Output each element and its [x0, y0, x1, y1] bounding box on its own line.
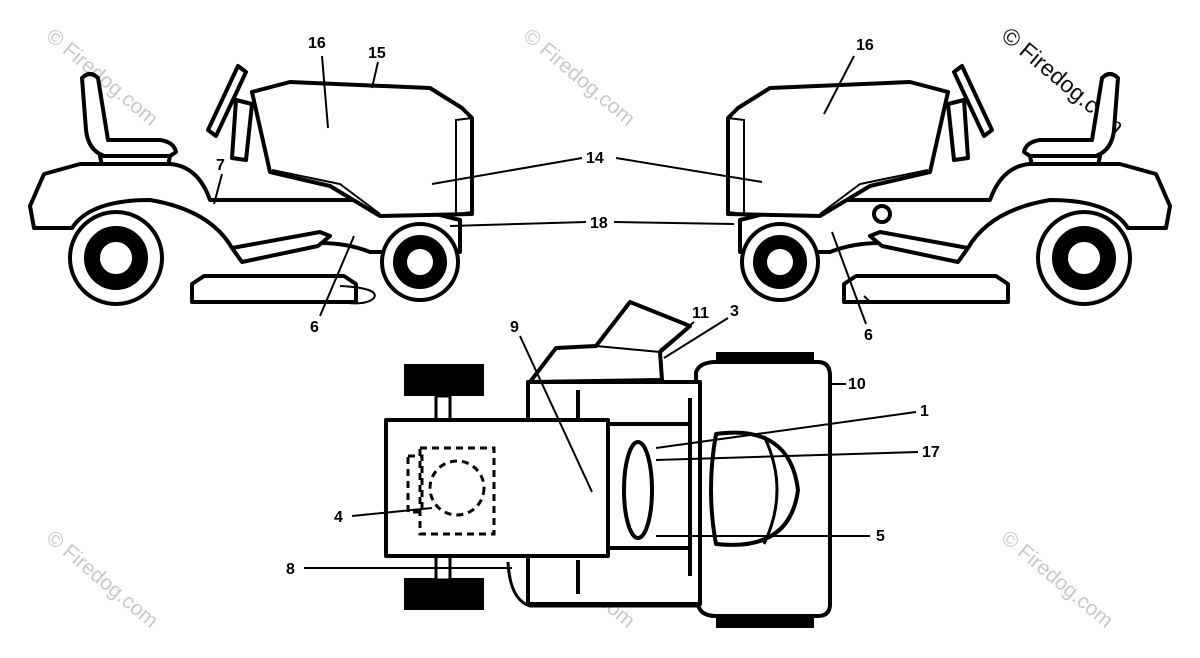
callout-9: 9 — [510, 319, 519, 336]
watermark-bottom-left: © Firedog.com — [42, 526, 163, 632]
watermark-bottom-right: © Firedog.com — [997, 526, 1118, 632]
rear-wheel-hub — [84, 226, 148, 290]
leader-15 — [371, 61, 379, 89]
leader-14-left — [431, 157, 583, 185]
lift-lever-knob — [872, 204, 892, 224]
hood-crease — [819, 169, 929, 215]
hood-crease — [271, 169, 381, 215]
deck-belt-line — [863, 295, 978, 303]
leader-16-left — [321, 55, 329, 129]
callout-16-right: 16 — [856, 37, 874, 54]
leader-lines — [213, 55, 919, 569]
mower-deck — [842, 274, 1010, 304]
leader-3 — [663, 317, 729, 359]
leader-18-left — [449, 221, 587, 227]
frame-rail — [868, 230, 970, 264]
seat — [80, 72, 178, 158]
deck-edge-top-view — [506, 561, 700, 608]
leader-4 — [351, 507, 433, 517]
callout-5: 5 — [876, 528, 885, 545]
callout-6-right: 6 — [864, 327, 873, 344]
tractor-right-side-view — [726, 64, 1172, 306]
leader-7 — [213, 173, 223, 205]
steering-wheel — [206, 64, 248, 138]
front-wheel-hub — [393, 235, 447, 289]
hood — [726, 80, 950, 218]
leader-1 — [655, 411, 917, 449]
callout-16-left: 16 — [308, 35, 326, 52]
callout-3: 3 — [730, 303, 739, 320]
leader-17 — [655, 451, 919, 461]
callout-6-left: 6 — [310, 319, 319, 336]
callout-11: 11 — [692, 305, 709, 322]
leader-14-right — [615, 157, 763, 183]
hood-grille-line — [455, 116, 473, 216]
tractor-left-side-view — [28, 64, 474, 306]
seat-back-top — [762, 435, 779, 545]
leader-6-left — [319, 235, 355, 317]
steering-wheel-top — [622, 440, 654, 540]
seat-top — [709, 430, 800, 547]
front-wheel-top-lower — [404, 578, 484, 610]
callout-4: 4 — [334, 509, 343, 526]
seat — [1022, 72, 1120, 158]
hood-grille-line — [727, 116, 745, 216]
engine-outline — [418, 446, 496, 536]
callout-17: 17 — [922, 444, 940, 461]
deck-chute — [339, 285, 376, 305]
callout-14: 14 — [586, 150, 604, 167]
front-axle-stub-upper — [434, 394, 452, 422]
leader-9 — [519, 335, 593, 493]
engine-side-outline — [406, 454, 424, 514]
steering-column — [230, 98, 254, 162]
leader-18-right — [613, 221, 735, 225]
grass-chute — [528, 300, 692, 384]
callout-18: 18 — [590, 215, 608, 232]
callout-7: 7 — [216, 157, 225, 174]
callout-labels: 16 15 7 14 18 6 16 6 9 11 3 10 1 17 4 5 … — [216, 35, 940, 578]
front-wheel-top-upper — [404, 364, 484, 396]
rear-wheel-hub — [1052, 226, 1116, 290]
chute-line — [595, 345, 661, 353]
steering-wheel — [952, 64, 994, 138]
frame-rail — [230, 230, 332, 264]
hood — [250, 80, 474, 218]
callout-15: 15 — [368, 45, 386, 62]
leader-11 — [659, 321, 695, 351]
engine-circle — [428, 459, 486, 517]
mower-deck — [190, 274, 358, 304]
leader-6-right — [831, 231, 867, 325]
callout-1: 1 — [920, 403, 929, 420]
watermark-top-middle: © Firedog.com — [519, 24, 640, 130]
leader-16-right — [823, 55, 855, 115]
tractor-top-view — [384, 300, 832, 628]
front-wheel-hub — [753, 235, 807, 289]
callout-8: 8 — [286, 561, 295, 578]
callout-10: 10 — [848, 376, 866, 393]
steering-column — [946, 98, 970, 162]
